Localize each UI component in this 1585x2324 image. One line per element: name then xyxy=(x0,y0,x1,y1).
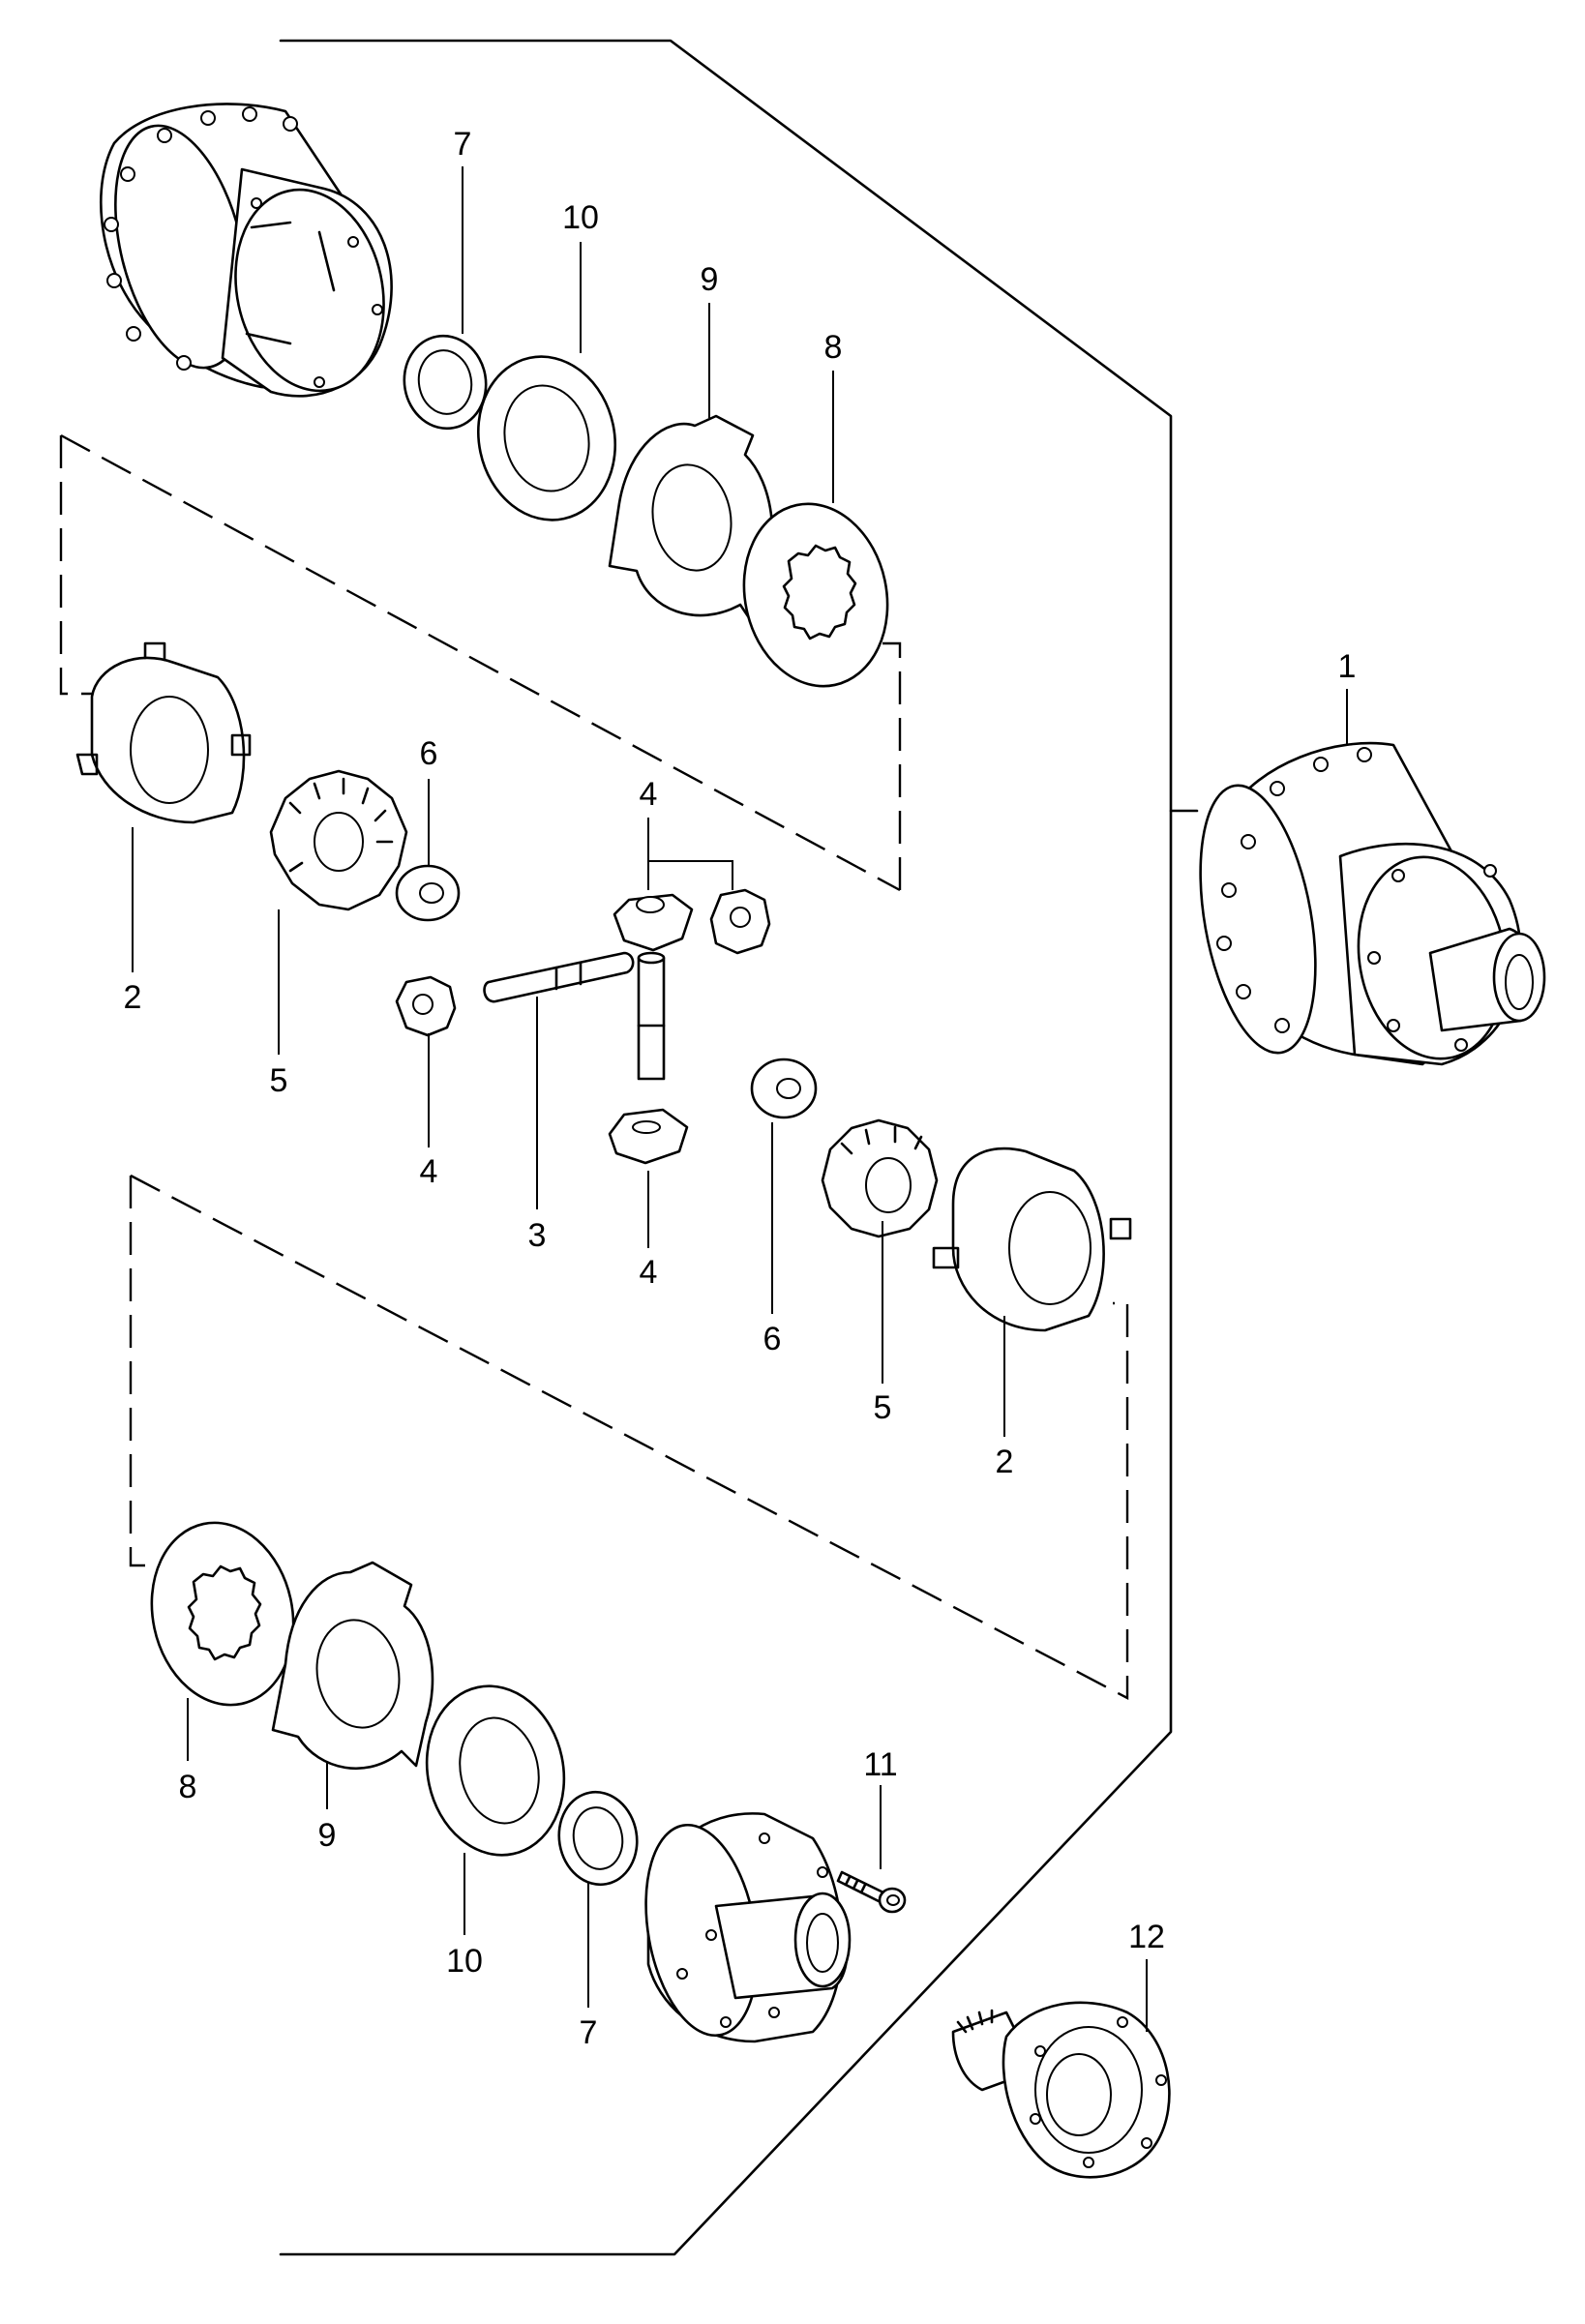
pinion-gear-4-top-b xyxy=(709,888,771,955)
dashed-group-upper xyxy=(59,435,100,696)
callout-4-bottom: 4 xyxy=(640,1254,658,1291)
callout-11: 11 xyxy=(863,1746,897,1783)
callout-1: 1 xyxy=(1338,648,1357,685)
pressure-ring-2-left xyxy=(75,641,252,824)
callout-3: 3 xyxy=(528,1217,547,1254)
cross-shafts-3 xyxy=(483,951,666,1081)
callout-10-bottom: 10 xyxy=(446,1943,483,1980)
callout-4-left: 4 xyxy=(420,1153,438,1190)
pressure-ring-2-right xyxy=(932,1147,1132,1332)
housing-half-top xyxy=(100,103,393,398)
callout-6-left: 6 xyxy=(420,735,438,772)
callout-7-bottom: 7 xyxy=(580,2014,598,2051)
callout-2-left: 2 xyxy=(124,979,142,1016)
dashed-group-lower xyxy=(130,1174,1129,1700)
callout-7-top: 7 xyxy=(454,126,472,163)
callout-6-right: 6 xyxy=(763,1321,782,1357)
clutch-disc-8-bottom xyxy=(150,1521,295,1707)
spacer-10-bottom xyxy=(425,1684,566,1857)
callout-12: 12 xyxy=(1128,1919,1165,1955)
housing-cover-bottom xyxy=(644,1812,852,2043)
thrust-washer-6-right xyxy=(750,1058,818,1119)
callout-5-right: 5 xyxy=(874,1389,892,1426)
assembly-bracket xyxy=(279,39,1173,2256)
dashed-upper-right xyxy=(882,641,902,890)
washer-7-top xyxy=(403,334,488,431)
thrust-washer-6-left xyxy=(395,864,461,922)
dashed-upper-diagonal xyxy=(60,433,901,892)
spacer-10-top xyxy=(476,355,617,521)
clutch-disc-8-top xyxy=(742,502,889,688)
callout-10-top: 10 xyxy=(562,199,599,236)
side-gear-5-right xyxy=(821,1118,939,1238)
callout-2-right: 2 xyxy=(996,1444,1014,1480)
callout-9-top: 9 xyxy=(701,261,719,298)
callout-4-top: 4 xyxy=(640,776,658,813)
side-gear-5-left xyxy=(269,769,408,911)
bolt-11 xyxy=(836,1870,907,1914)
callout-9-bottom: 9 xyxy=(318,1817,337,1854)
dashed-lower-left xyxy=(129,1176,155,1567)
callout-8-top: 8 xyxy=(824,329,843,366)
pinion-gear-4-left xyxy=(395,975,457,1037)
callout-8-bottom: 8 xyxy=(179,1769,197,1805)
differential-housing-1 xyxy=(1199,741,1546,1066)
pinion-gear-4-bottom xyxy=(608,1108,689,1165)
callout-5-left: 5 xyxy=(270,1062,288,1099)
friction-disc-9-bottom xyxy=(271,1561,434,1771)
pinion-gear-4-top-a xyxy=(613,893,694,952)
friction-disc-9-top xyxy=(608,414,774,621)
leader-lines xyxy=(132,166,1348,2032)
washer-7-bottom xyxy=(557,1790,639,1887)
flange-shaft-12 xyxy=(951,2001,1171,2179)
